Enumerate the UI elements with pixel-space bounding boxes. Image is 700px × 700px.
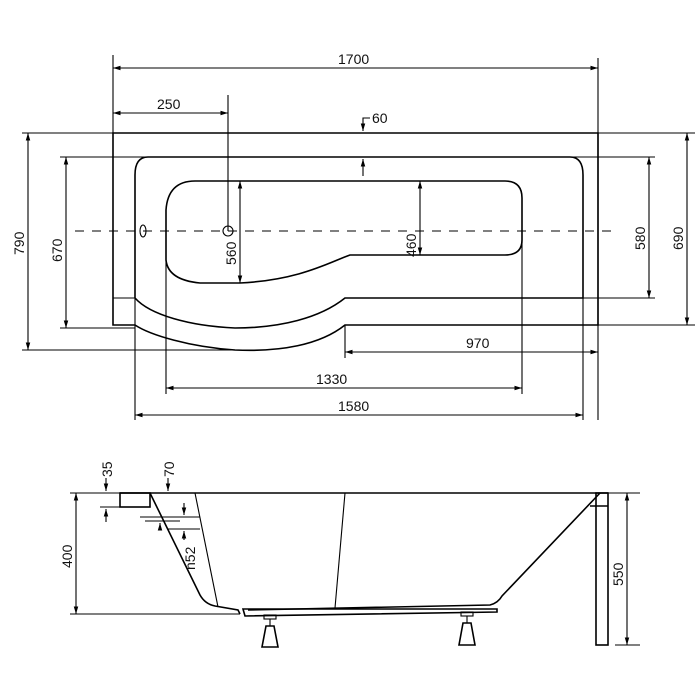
dim-n52: n52 <box>182 546 198 570</box>
rim-block <box>119 492 151 508</box>
dim-550: 550 <box>610 562 626 586</box>
dim-790: 790 <box>11 231 27 255</box>
dim-400: 400 <box>59 544 75 568</box>
side-view: 400 550 35 70 n52 <box>59 461 640 648</box>
dim-690: 690 <box>670 226 686 250</box>
rim <box>134 156 584 329</box>
dim-35: 35 <box>99 461 115 477</box>
dim-250: 250 <box>157 96 181 112</box>
foot-right <box>458 611 476 646</box>
basin <box>165 180 523 284</box>
top-view: 1700 250 60 790 670 560 460 580 690 970 … <box>11 51 695 420</box>
front-panel <box>595 492 609 646</box>
dim-60: 60 <box>372 110 388 126</box>
dim-1700: 1700 <box>338 51 369 67</box>
dim-1330: 1330 <box>316 371 347 387</box>
outer-body <box>112 132 599 352</box>
dim-1580: 1580 <box>338 398 369 414</box>
foot-left <box>261 614 279 648</box>
dim-970: 970 <box>466 335 490 351</box>
dim-460: 460 <box>403 233 419 257</box>
dim-560: 560 <box>223 241 239 265</box>
dim-670: 670 <box>49 238 65 262</box>
dim-580: 580 <box>632 226 648 250</box>
overflow-icon <box>139 224 147 238</box>
dim-70: 70 <box>161 461 177 477</box>
tub-profile <box>149 492 601 615</box>
